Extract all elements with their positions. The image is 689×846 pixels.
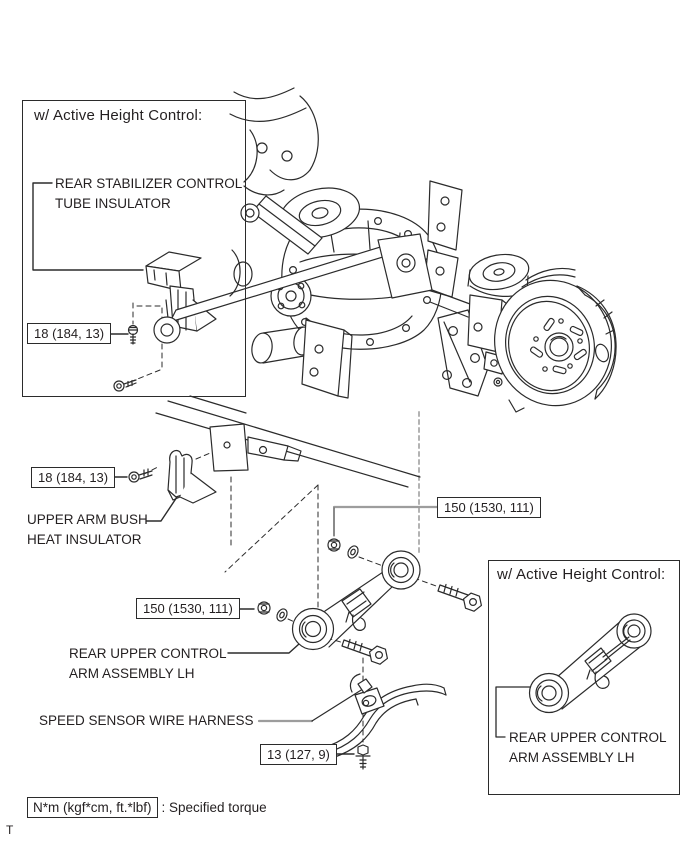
control-arm-inset-drawing — [528, 613, 652, 714]
inset-top-title: w/ Active Height Control: — [34, 107, 203, 124]
rear-upper-control-arm-label-line1: REAR UPPER CONTROL — [69, 646, 227, 661]
harness-bolt — [355, 744, 371, 770]
inset-arm-label-line1: REAR UPPER CONTROL — [509, 730, 667, 745]
upper-arm-bush-label-line1: UPPER ARM BUSH — [27, 512, 148, 527]
torque-chip-harness-bolt: 13 (127, 9) — [260, 744, 337, 765]
control-arm-bolts — [341, 583, 482, 665]
active-height-inset-top — [22, 100, 246, 397]
torque-chip-stabilizer-bolt: 18 (184, 13) — [27, 323, 112, 344]
upper-arm-bush-label: UPPER ARM BUSH HEAT INSULATOR — [27, 510, 148, 549]
inset-bottom-title: w/ Active Height Control: — [497, 566, 666, 583]
rear-axle-assembly-drawing — [153, 87, 617, 413]
rear-upper-control-arm-label: REAR UPPER CONTROL ARM ASSEMBLY LH — [69, 644, 227, 683]
upper-arm-bush-label-line2: HEAT INSULATOR — [27, 531, 142, 547]
control-arm-drawing — [291, 550, 421, 651]
rear-upper-control-arm-label-line2: ARM ASSEMBLY LH — [69, 665, 195, 681]
heat-insulator-drawing — [167, 449, 217, 504]
speed-sensor-harness-drawing — [318, 673, 447, 764]
heat-insulator-bolt — [128, 468, 153, 483]
torque-legend: N*m (kgf*cm, ft.*lbf): Specified torque — [27, 797, 267, 818]
stabilizer-insulator-label-line2: TUBE INSULATOR — [55, 195, 171, 211]
torque-chip-arm-lower: 150 (1530, 111) — [136, 598, 240, 619]
torque-chip-arm-upper: 150 (1530, 111) — [437, 497, 541, 518]
stabilizer-insulator-bolts — [113, 324, 139, 392]
control-arm-nuts-washers — [257, 538, 359, 622]
stabilizer-insulator-label-line1: REAR STABILIZER CONTROL — [55, 176, 243, 191]
frame-rail-drawing — [155, 395, 421, 488]
inset-arm-label-line2: ARM ASSEMBLY LH — [509, 749, 635, 765]
stabilizer-insulator-label: REAR STABILIZER CONTROL TUBE INSULATOR — [55, 174, 242, 213]
torque-chip-heat-insulator-bolt: 18 (184, 13) — [31, 467, 116, 488]
speed-sensor-label: SPEED SENSOR WIRE HARNESS — [39, 713, 254, 728]
torque-legend-description: : Specified torque — [161, 799, 267, 815]
torque-legend-unit-box: N*m (kgf*cm, ft.*lbf) — [27, 797, 158, 818]
active-height-inset-bottom — [488, 560, 680, 795]
inset-arm-label: REAR UPPER CONTROL ARM ASSEMBLY LH — [509, 728, 667, 767]
page-footer-mark: T — [6, 823, 14, 837]
